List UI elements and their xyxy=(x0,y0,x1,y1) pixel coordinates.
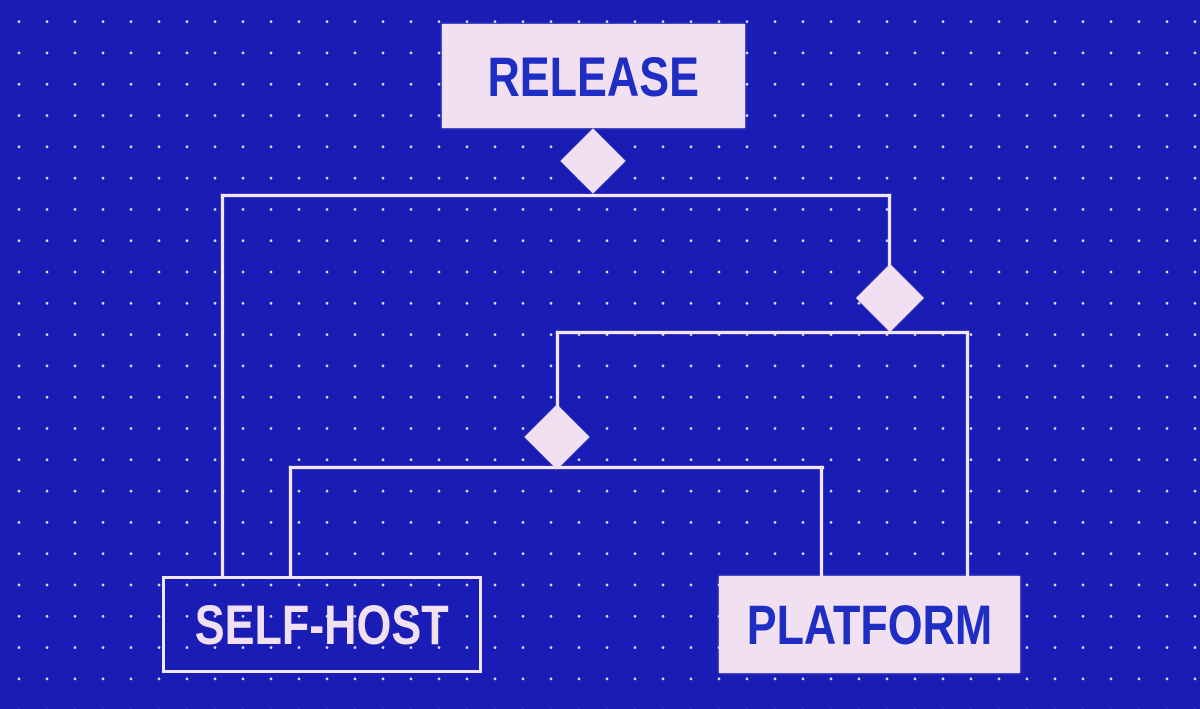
node-platform-label: PLATFORM xyxy=(746,593,993,656)
connector-right-to-platform xyxy=(966,331,969,578)
connector-left-to-platform xyxy=(820,466,823,578)
connector-decision-2-branch-horizontal xyxy=(556,331,969,334)
connector-left-to-selfhost-2 xyxy=(289,466,292,578)
decision-diamond-icon xyxy=(524,404,590,470)
decision-diamond-icon xyxy=(560,128,626,194)
node-platform: PLATFORM xyxy=(719,576,1020,673)
connector-release-branch-horizontal xyxy=(221,194,891,197)
node-self-host-label: SELF-HOST xyxy=(195,593,449,656)
node-release: RELEASE xyxy=(442,24,745,128)
node-self-host: SELF-HOST xyxy=(162,576,482,673)
connector-left-to-selfhost xyxy=(221,194,224,578)
node-release-label: RELEASE xyxy=(487,44,700,108)
connector-mid-to-decision-3 xyxy=(556,331,559,409)
connector-right-to-decision-2 xyxy=(888,194,891,266)
decision-diamond-icon xyxy=(856,264,924,332)
